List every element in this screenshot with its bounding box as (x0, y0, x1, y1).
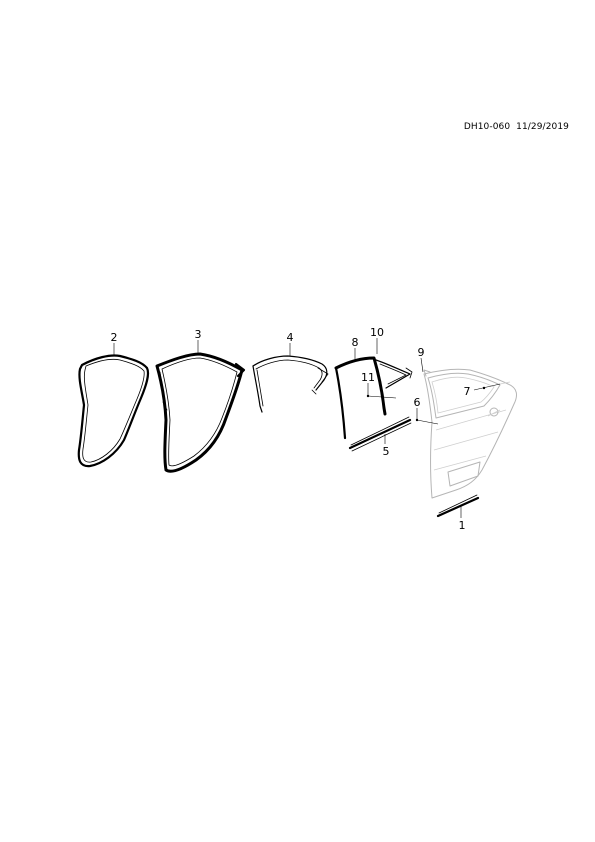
callout-10: 10 (370, 326, 384, 339)
callout-4: 4 (287, 331, 294, 344)
part-8-weatherstrip[interactable] (334, 356, 387, 440)
part-1-seal[interactable] (436, 494, 480, 518)
callout-6: 6 (414, 396, 421, 409)
part-5-molding[interactable] (348, 416, 412, 452)
callout-7: 7 (464, 385, 471, 398)
part-4-channel[interactable] (252, 355, 329, 413)
callout-8: 8 (352, 336, 359, 349)
callout-3: 3 (195, 328, 202, 341)
diagram-date: 11/29/2019 (516, 122, 569, 132)
part-10-channel[interactable] (375, 359, 413, 389)
diagram-code: DH10-060 (463, 122, 511, 132)
part-3-seal[interactable] (155, 352, 246, 473)
diagram-header: DH10-060 11/29/2019 (464, 122, 569, 132)
part-2-seal[interactable] (77, 354, 150, 468)
callout-9: 9 (418, 346, 425, 359)
callout-2: 2 (111, 331, 118, 344)
callout-5: 5 (383, 445, 390, 458)
callout-11: 11 (361, 371, 375, 384)
leader-lines (113, 338, 501, 518)
rear-door-outline (423, 368, 517, 499)
callout-1: 1 (459, 519, 466, 532)
